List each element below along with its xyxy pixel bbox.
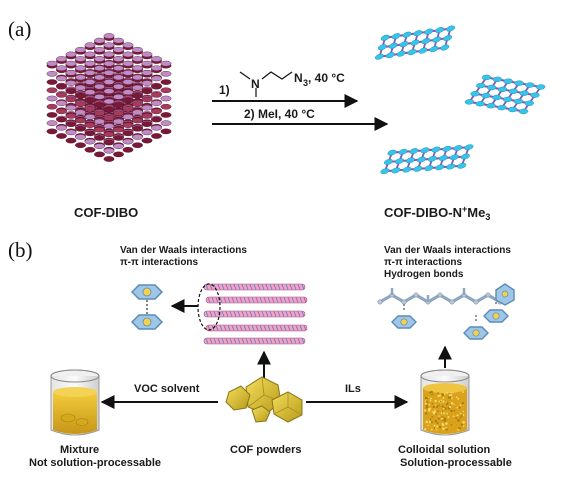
cof-dibo-caption: COF-DIBO: [74, 205, 138, 220]
cof-powder-crystals: [225, 376, 303, 423]
mixture-caption: Mixture: [60, 444, 99, 456]
amine-azide-structure: [239, 71, 293, 97]
pi-stacked-rings-left: [130, 284, 164, 330]
solution-processable-caption: Solution-processable: [400, 457, 512, 469]
panel-b-label: (b): [8, 238, 33, 262]
cof-dibo-nme3-caption: COF-DIBO-N+Me3: [384, 204, 490, 222]
right-interaction-2: π-π interactions: [384, 257, 463, 268]
step1-prefix: 1): [219, 83, 230, 97]
left-interaction-2: π-π interactions: [120, 257, 199, 268]
panel-a-label: (a): [8, 17, 31, 41]
cof-dibo-cube-illustration: [46, 33, 172, 162]
left-interaction-1: Van der Waals interactions: [120, 245, 247, 256]
beaker-mixture: [50, 369, 100, 436]
step1-conditions: , 40 °C: [308, 71, 345, 85]
exfoliated-nanosheets-illustration: [374, 25, 546, 175]
cof-powders-caption: COF powders: [230, 444, 302, 456]
step2-label: 2) MeI, 40 °C: [244, 107, 315, 121]
right-interaction-1: Van der Waals interactions: [384, 245, 511, 256]
ils-label: ILs: [345, 383, 361, 395]
stacked-layers-edge-view: [203, 283, 308, 345]
highlight-ellipse: [197, 283, 221, 331]
azide-subscript: 3: [303, 78, 308, 88]
right-interaction-3: Hydrogen bonds: [384, 269, 464, 280]
colloidal-solution-caption: Colloidal solution: [398, 444, 491, 456]
azide-n: N: [294, 71, 303, 85]
not-processable-caption: Not solution-processable: [29, 457, 161, 469]
voc-solvent-label: VOC solvent: [134, 383, 200, 395]
beaker-colloidal-solution: [420, 369, 470, 436]
polymer-chain-with-rings: [377, 283, 515, 340]
amine-nitrogen: N: [251, 77, 260, 91]
